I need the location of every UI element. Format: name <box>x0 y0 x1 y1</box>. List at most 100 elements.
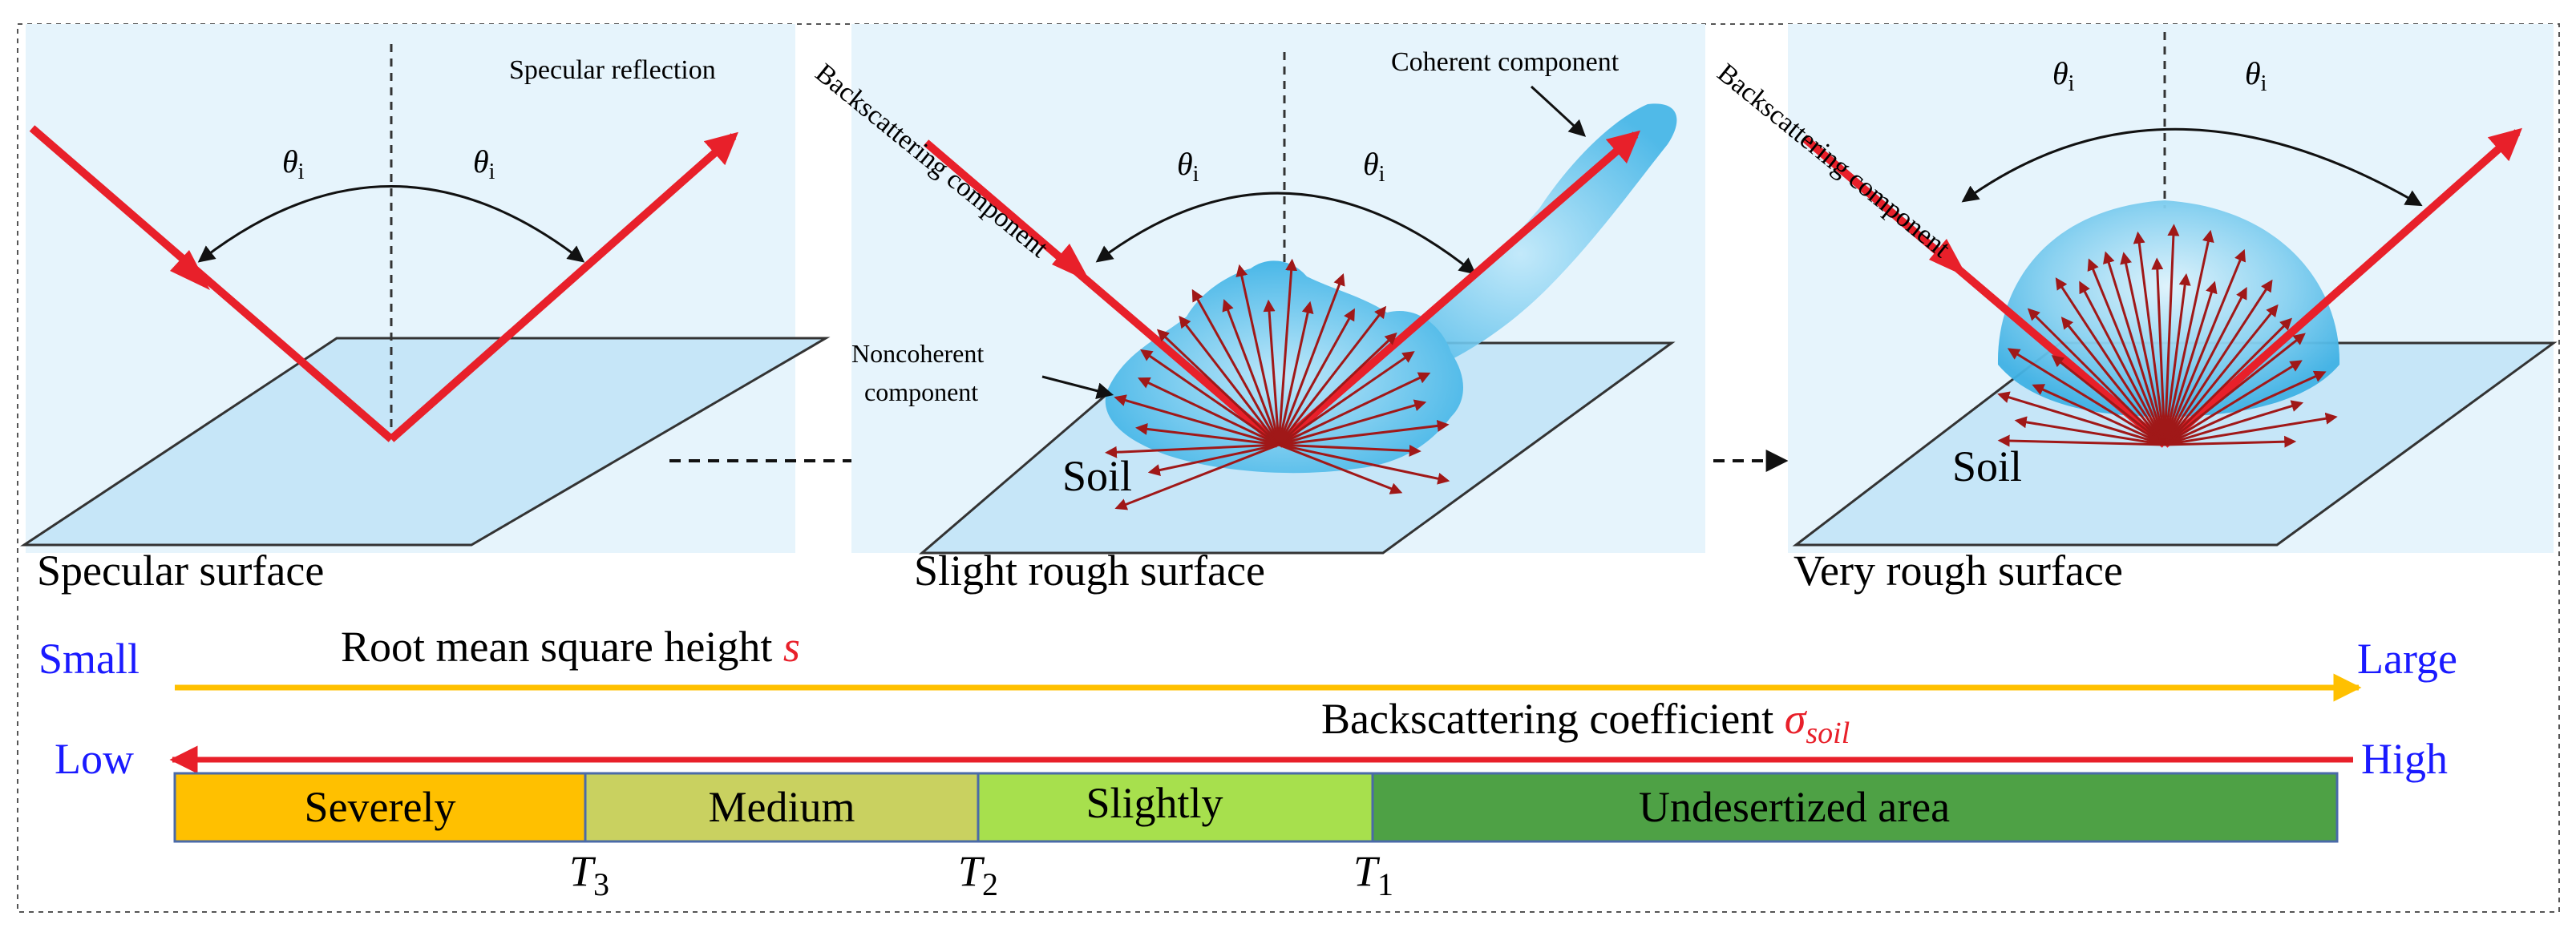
category-severely-label: Severely <box>305 783 456 831</box>
scatter-arrow <box>1997 434 2166 447</box>
scatter-arrow <box>2055 277 2166 446</box>
incident-ray <box>923 139 1282 448</box>
scatter-arrow <box>1222 299 1280 446</box>
backscatter-axis: Backscattering coefficient σsoil Low Hig… <box>55 695 2448 783</box>
scatter-arrow <box>1278 443 1421 457</box>
threshold-labels: T3 T2 T1 <box>569 847 1393 902</box>
threshold-t2: T2 <box>958 847 998 902</box>
panel-caption: Specular surface <box>37 547 324 595</box>
scatter-arrow <box>1135 422 1280 446</box>
incident-arrowhead <box>1929 239 1967 277</box>
category-bar: Severely Medium Slightly Undesertized ar… <box>173 772 2339 843</box>
high-label: High <box>2361 735 2448 783</box>
scatter-arrow <box>2163 279 2273 446</box>
scatter-arrow <box>1278 399 1427 446</box>
scatter-arrow <box>2007 348 2166 446</box>
scatter-arrow <box>1278 351 1415 446</box>
large-label: Large <box>2357 635 2457 683</box>
incident-ray <box>1801 135 2168 448</box>
scatter-arrow <box>1277 305 1387 446</box>
soil-label: Soil <box>1952 442 2022 490</box>
scatter-arrow <box>1179 315 1280 446</box>
scatter-arrow <box>1140 349 1280 446</box>
scatter-arrow <box>2163 317 2293 446</box>
scatter-arrow <box>1277 332 1397 446</box>
scatter-arrow <box>2164 360 2303 446</box>
noncoherent-label-line1: Noncoherent <box>851 339 984 368</box>
scatter-arrow <box>1156 329 1280 446</box>
scatter-arrow <box>2060 317 2166 446</box>
scatter-arrow <box>2014 416 2166 446</box>
scatter-arrow <box>1137 377 1280 446</box>
scatter-arrow <box>1147 443 1280 476</box>
scatter-arrow <box>2164 412 2338 446</box>
panel-caption: Very rough surface <box>1793 547 2123 595</box>
noncoherent-label-line2: component <box>864 377 978 406</box>
coherent-ray <box>1276 130 1641 448</box>
scatter-arrow <box>1997 391 2166 446</box>
category-medium-label: Medium <box>709 783 855 831</box>
category-slightly <box>977 772 1374 843</box>
threshold-t1: T1 <box>1353 847 1393 902</box>
scatter-arrow <box>2163 280 2218 446</box>
scatter-arrows <box>1997 224 2338 448</box>
scatter-arrow <box>1278 443 1450 485</box>
angle-arc <box>197 185 585 263</box>
coherent-component-label: Coherent component <box>1391 47 1620 77</box>
scatter-arrow <box>1114 394 1280 446</box>
category-severely <box>173 772 587 843</box>
category-slightly-label: Slightly <box>1086 779 1223 827</box>
scatter-arrow <box>1191 288 1280 446</box>
scatter-arrows <box>1105 258 1450 510</box>
scatter-arrow <box>2164 333 2306 446</box>
scatter-arrow <box>1105 443 1280 458</box>
panel-specular: θi θi Specular reflection Specular surfa… <box>20 24 831 595</box>
scatter-arrow <box>1263 299 1280 446</box>
noncoherent-pointer <box>1041 375 1114 399</box>
theta-left-label: θi <box>2052 55 2075 96</box>
surface-plane <box>20 337 831 547</box>
panel-very-rough: θi θi Backscattering component Soil Very… <box>1712 24 2558 595</box>
backscatter-label: Backscattering coefficient σsoil <box>1321 695 1850 750</box>
angle-arc <box>1095 192 1477 275</box>
soil-label: Soil <box>1062 452 1132 500</box>
theta-right-label: θi <box>1363 146 1385 187</box>
scatter-arrow <box>2164 370 2327 446</box>
incident-ray <box>29 125 394 442</box>
theta-right-label: θi <box>473 143 495 184</box>
incident-arrowhead <box>1052 244 1090 282</box>
panel-slight-rough: θi θi Backscattering component Coherent … <box>810 24 1705 595</box>
category-medium <box>584 772 980 843</box>
category-undesertized-label: Undesertized area <box>1639 783 1950 831</box>
scatter-arrow <box>1278 419 1450 446</box>
scatter-arrow <box>2164 400 2304 446</box>
scatter-arrow <box>2051 355 2166 446</box>
scatter-arrow <box>1278 372 1431 446</box>
scatter-arrow <box>2163 248 2246 446</box>
coherent-pointer <box>1530 85 1587 137</box>
scatter-arrow <box>1277 258 1298 446</box>
scatter-arrow <box>1278 443 1403 494</box>
incident-arrowhead <box>170 250 210 290</box>
scatter-arrow <box>2163 224 2180 446</box>
scatter-arrow <box>2133 231 2166 446</box>
scatter-arrow <box>1114 443 1280 510</box>
angle-arc <box>1961 127 2423 207</box>
theta-right-label: θi <box>2245 55 2267 96</box>
scatter-arrow <box>1277 272 1345 446</box>
theta-left-label: θi <box>1177 146 1199 187</box>
scatter-arrow <box>2027 308 2166 446</box>
scatter-arrow <box>2087 258 2166 446</box>
scatter-arrow <box>2103 251 2166 446</box>
scatter-arrow <box>2163 304 2279 446</box>
scatter-arrow <box>1277 301 1314 446</box>
scatter-arrow <box>2163 287 2247 446</box>
theta-left-label: θi <box>282 143 305 184</box>
reflected-ray <box>388 131 738 442</box>
scatter-arrow <box>1277 308 1355 446</box>
reflected-ray <box>2161 127 2522 448</box>
scatter-arrow <box>2164 435 2297 448</box>
category-undesertized <box>1371 772 2339 843</box>
scatter-arrow <box>2163 229 2214 446</box>
